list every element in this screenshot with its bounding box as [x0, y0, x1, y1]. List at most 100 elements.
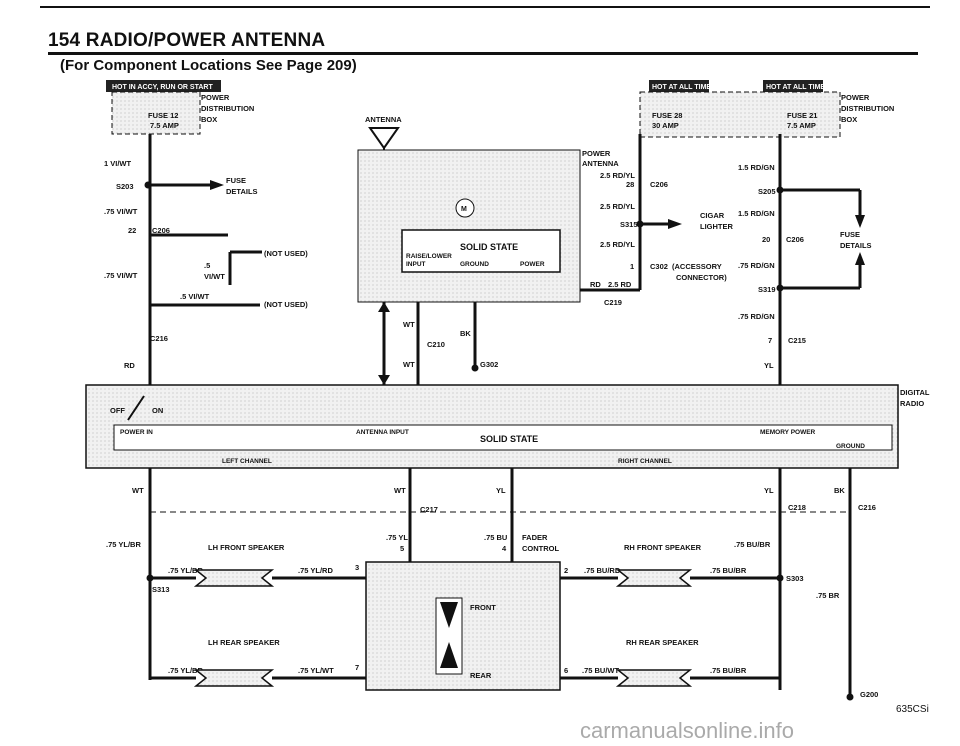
wire-75-ylwt: .75 YL/WT	[298, 666, 334, 675]
connector-n28: 28	[626, 180, 634, 189]
connector-n22: 22	[128, 226, 136, 235]
power-dist-left-1: POWER	[201, 93, 230, 102]
connector-c215: C215	[788, 336, 806, 345]
fuse-21-amp: 7.5 AMP	[787, 121, 816, 130]
left-channel: LEFT CHANNEL	[222, 458, 272, 465]
radio-ground: GROUND	[836, 443, 865, 450]
digital-radio-1: DIGITAL	[900, 388, 930, 397]
power-dist-right-1: POWER	[841, 93, 870, 102]
connector-s315: S315	[620, 220, 638, 229]
connector-n20: 20	[762, 235, 770, 244]
banner-hot-accy-label: HOT IN ACCY, RUN OR START	[112, 84, 213, 91]
wire-25-rdyl-1: 2.5 RD/YL	[600, 171, 635, 180]
fuse-28-amp: 30 AMP	[652, 121, 679, 130]
switch-off: OFF	[110, 406, 125, 415]
power-antenna-2: ANTENNA	[582, 159, 619, 168]
connector-n2: 2	[564, 566, 568, 575]
connector-c217: C217	[420, 505, 438, 514]
wire-25-rdyl-2: 2.5 RD/YL	[600, 202, 635, 211]
banner-hot-all-1	[649, 80, 709, 92]
connector-n7: 7	[768, 336, 772, 345]
fader-front: FRONT	[470, 603, 496, 612]
model-code: 635CSi	[896, 704, 929, 715]
wire-wt-4: WT	[394, 486, 406, 495]
wire-yl-1: YL	[496, 486, 506, 495]
fader-2: CONTROL	[522, 544, 559, 553]
wire-75-buwt: .75 BU/WT	[582, 666, 620, 675]
rh-rear-speaker-icon	[615, 669, 693, 687]
wire-rd-left: RD	[124, 361, 135, 370]
power-dist-right-2: DISTRIBUTION	[841, 104, 894, 113]
fuse-12-amp: 7.5 AMP	[150, 121, 179, 130]
fader-rear: REAR	[470, 671, 492, 680]
right-channel: RIGHT CHANNEL	[618, 458, 672, 465]
fuse-12-label: FUSE 12	[148, 111, 178, 120]
wire-75-ylbr-2: .75 YL/BR	[168, 566, 203, 575]
connector-s319: S319	[758, 285, 776, 294]
accessory-2: CONNECTOR)	[676, 273, 727, 282]
fader-control-box	[365, 561, 561, 691]
power-dist-right-3: BOX	[841, 115, 857, 124]
antenna-label: ANTENNA	[365, 115, 402, 124]
wire-rd-mid: RD	[590, 280, 601, 289]
connector-n5: 5	[400, 544, 404, 553]
radio-solid-state	[113, 424, 893, 451]
radio-memory-power: MEMORY POWER	[760, 429, 816, 436]
wire-75-ylrd: .75 YL/RD	[298, 566, 333, 575]
lh-front-speaker: LH FRONT SPEAKER	[208, 543, 285, 552]
banner-hot-all-1-label: HOT AT ALL TIMES	[652, 84, 716, 91]
connector-s313: S313	[152, 585, 170, 594]
wire-75-rdgn-2: .75 RD/GN	[738, 312, 775, 321]
wire-75-br: .75 BR	[816, 591, 840, 600]
connector-s203: S203	[116, 182, 134, 191]
cigar-2: LIGHTER	[700, 222, 733, 231]
antenna-power: POWER	[520, 261, 545, 268]
connector-s205: S205	[758, 187, 776, 196]
lh-front-speaker-icon	[193, 569, 275, 587]
page-subtitle: (For Component Locations See Page 209)	[60, 57, 357, 74]
wire-bk-1: BK	[460, 329, 471, 338]
wire-75-bubr-1: .75 BU/BR	[734, 540, 771, 549]
wire-75-ylbr-1: .75 YL/BR	[106, 540, 141, 549]
svg-text:M: M	[461, 206, 467, 213]
power-dist-left-2: DISTRIBUTION	[201, 104, 254, 113]
title-rule	[48, 52, 918, 55]
rh-front-speaker-icon	[615, 569, 693, 587]
connector-c216-a: C216	[150, 334, 168, 343]
fader-1: FADER	[522, 533, 548, 542]
raise-lower-1: RAISE/LOWER	[406, 253, 452, 260]
radio-solid-state-label: SOLID STATE	[480, 434, 538, 444]
connector-n4: 4	[502, 544, 507, 553]
banner-hot-accy	[106, 80, 221, 92]
antenna-solid-state-label: SOLID STATE	[460, 242, 518, 252]
connector-c218: C218	[788, 503, 806, 512]
wire-75-burd: .75 BU/RD	[584, 566, 621, 575]
power-distribution-box-right	[639, 91, 841, 138]
radio-power-in: POWER IN	[120, 429, 153, 436]
cigar-1: CIGAR	[700, 211, 725, 220]
wire-75-viwt-1: .75 VI/WT	[104, 207, 138, 216]
wire-wt-2: WT	[403, 360, 415, 369]
fuse-21-label: FUSE 21	[787, 111, 817, 120]
power-antenna-1: POWER	[582, 149, 611, 158]
antenna-icon	[368, 127, 400, 150]
wire-wt-1: WT	[403, 320, 415, 329]
accessory-1: (ACCESSORY	[672, 262, 722, 271]
connector-c216-b: C216	[858, 503, 876, 512]
connector-g200: G200	[860, 690, 878, 699]
fader-down-arrow-icon	[440, 602, 458, 628]
header-rule	[40, 6, 930, 8]
lh-rear-speaker: LH REAR SPEAKER	[208, 638, 280, 647]
wire-wt-3: WT	[132, 486, 144, 495]
raise-lower-2: INPUT	[406, 261, 426, 268]
fader-up-arrow-icon	[440, 642, 458, 668]
wire-bk-2: BK	[834, 486, 845, 495]
wire-5: .5	[204, 261, 210, 270]
connector-n6: 6	[564, 666, 568, 675]
fuse-details-left-2: DETAILS	[226, 187, 258, 196]
connector-c210: C210	[427, 340, 445, 349]
not-used-1: (NOT USED)	[264, 249, 308, 258]
connector-c219: C219	[604, 298, 622, 307]
wire-yl-right: YL	[764, 361, 774, 370]
